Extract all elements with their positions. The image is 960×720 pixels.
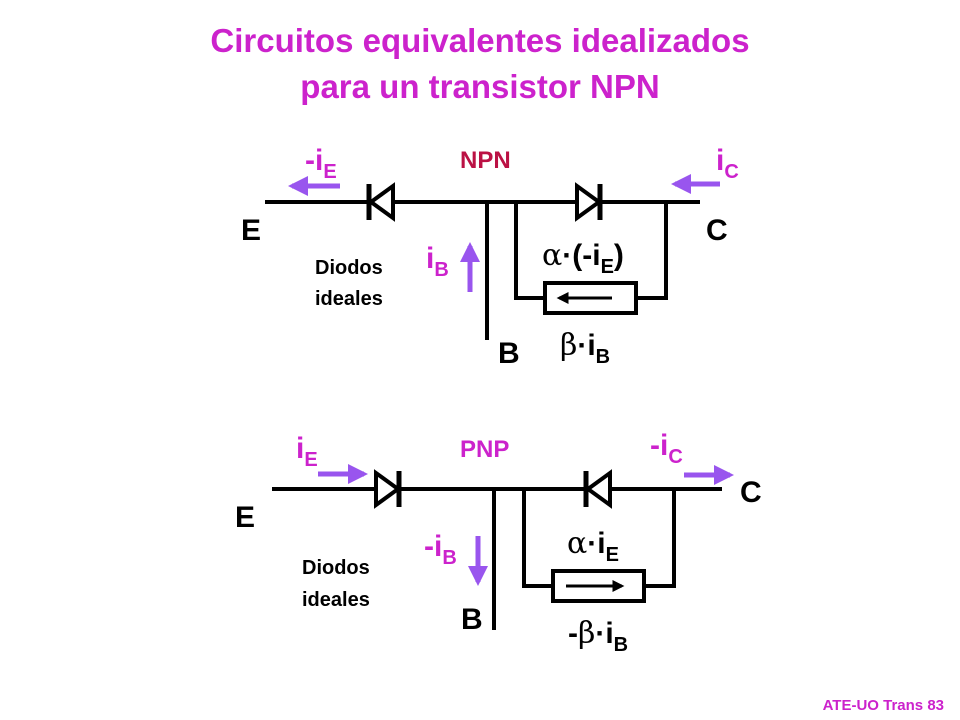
- pnp-circuit: PNP E C B Diodos ideales iE -iC -iB α·iE…: [235, 429, 762, 656]
- npn-collector-label: C: [706, 214, 728, 247]
- pnp-collector-diode: [583, 469, 612, 509]
- slide-footer: ATE-UO Trans 83: [822, 697, 944, 714]
- npn-collector-diode: [575, 182, 603, 222]
- npn-base-label: B: [498, 337, 520, 370]
- slide-title: Circuitos equivalentes idealizados para …: [0, 18, 960, 110]
- npn-current-source: [543, 281, 638, 315]
- npn-diodes-label-line1: Diodos: [315, 257, 383, 279]
- pnp-collector-current-label: -iC: [650, 429, 683, 468]
- npn-circuit: NPN E C B Diodos ideales -iE iC iB α·(-i…: [241, 144, 739, 370]
- pnp-beta-source-label: -β·iB: [568, 616, 628, 656]
- pnp-diodes-label-line1: Diodos: [302, 557, 370, 579]
- pnp-collector-label: C: [740, 476, 762, 509]
- pnp-source-branch: [522, 489, 553, 588]
- title-line-2: para un transistor NPN: [300, 68, 660, 105]
- npn-source-branch: [514, 202, 545, 300]
- pnp-emitter-label: E: [235, 501, 255, 534]
- npn-type-label: NPN: [460, 147, 511, 174]
- pnp-type-label: PNP: [460, 436, 509, 463]
- npn-base-current-label: iB: [426, 242, 449, 281]
- title-line-1: Circuitos equivalentes idealizados: [210, 22, 750, 59]
- pnp-diodes-label-line2: ideales: [302, 589, 370, 611]
- npn-emitter-current-label: -iE: [305, 144, 337, 183]
- pnp-emitter-current-label: iE: [296, 432, 318, 471]
- npn-diodes-label-line2: ideales: [315, 288, 383, 310]
- pnp-emitter-diode: [374, 469, 402, 509]
- npn-collector-current-label: iC: [716, 144, 739, 183]
- npn-beta-source-label: β·iB: [560, 328, 610, 368]
- npn-emitter-diode: [366, 182, 395, 222]
- pnp-alpha-source-label: α·iE: [567, 526, 619, 566]
- npn-emitter-label: E: [241, 214, 261, 247]
- pnp-base-current-label: -iB: [424, 530, 457, 569]
- pnp-base-label: B: [461, 603, 483, 636]
- npn-alpha-source-label: α·(-iE): [542, 238, 624, 278]
